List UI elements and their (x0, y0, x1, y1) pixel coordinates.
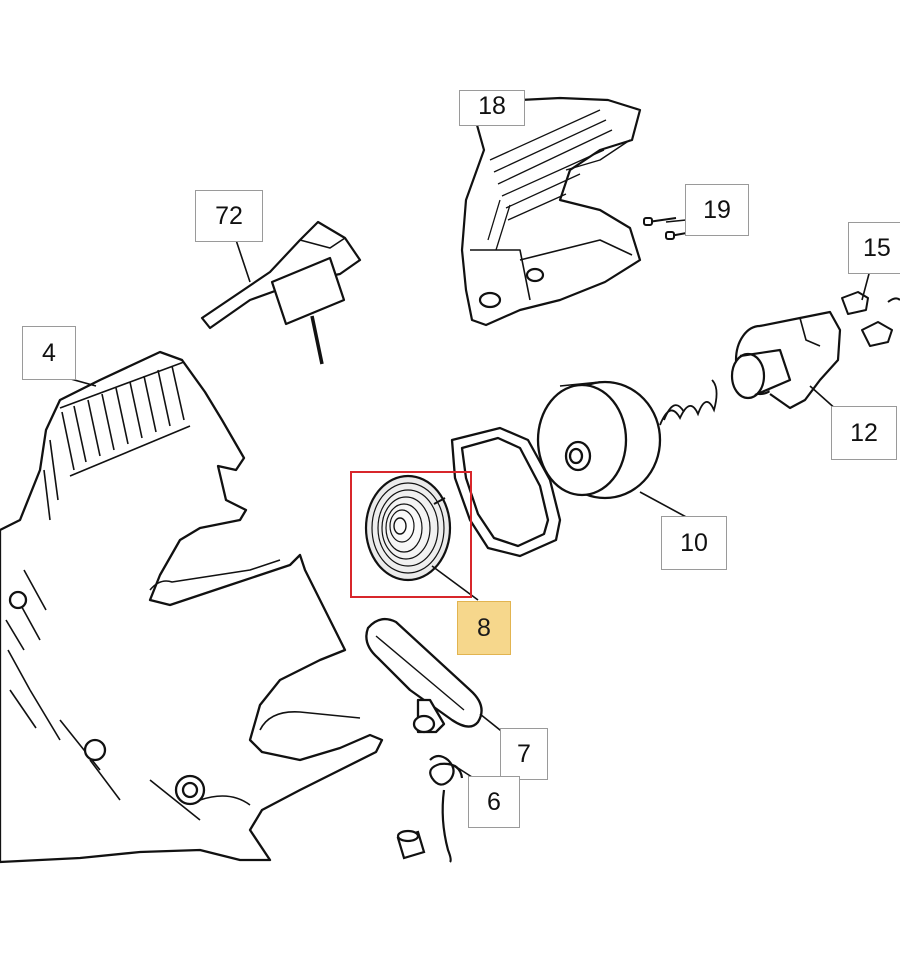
callout-4[interactable]: 4 (22, 326, 76, 380)
part-10-rope-pulley (536, 380, 662, 500)
part-18-air-filter-cover (460, 96, 642, 327)
part-8-recoil-spring (364, 474, 452, 582)
callout-19[interactable]: 19 (685, 184, 749, 236)
coil-spring (659, 379, 718, 426)
callout-18[interactable]: 18 (459, 90, 525, 126)
band-ring (450, 426, 562, 558)
callout-6[interactable]: 6 (468, 776, 520, 828)
rope-cap (396, 829, 426, 860)
part-6-starter-rope (429, 754, 464, 863)
callout-8-highlighted[interactable]: 8 (457, 601, 511, 655)
part-72-bracket (200, 220, 362, 365)
selected-part-outline (350, 471, 472, 598)
callout-10[interactable]: 10 (661, 516, 727, 570)
part-7-starter-handle (365, 617, 483, 734)
part-12-flywheel-hub (730, 310, 842, 410)
callout-12[interactable]: 12 (831, 406, 897, 460)
callout-15[interactable]: 15 (848, 222, 900, 274)
part-15-pawls (841, 291, 900, 347)
callout-72[interactable]: 72 (195, 190, 263, 242)
callout-7[interactable]: 7 (500, 728, 548, 780)
part-4-starter-housing (0, 350, 384, 864)
